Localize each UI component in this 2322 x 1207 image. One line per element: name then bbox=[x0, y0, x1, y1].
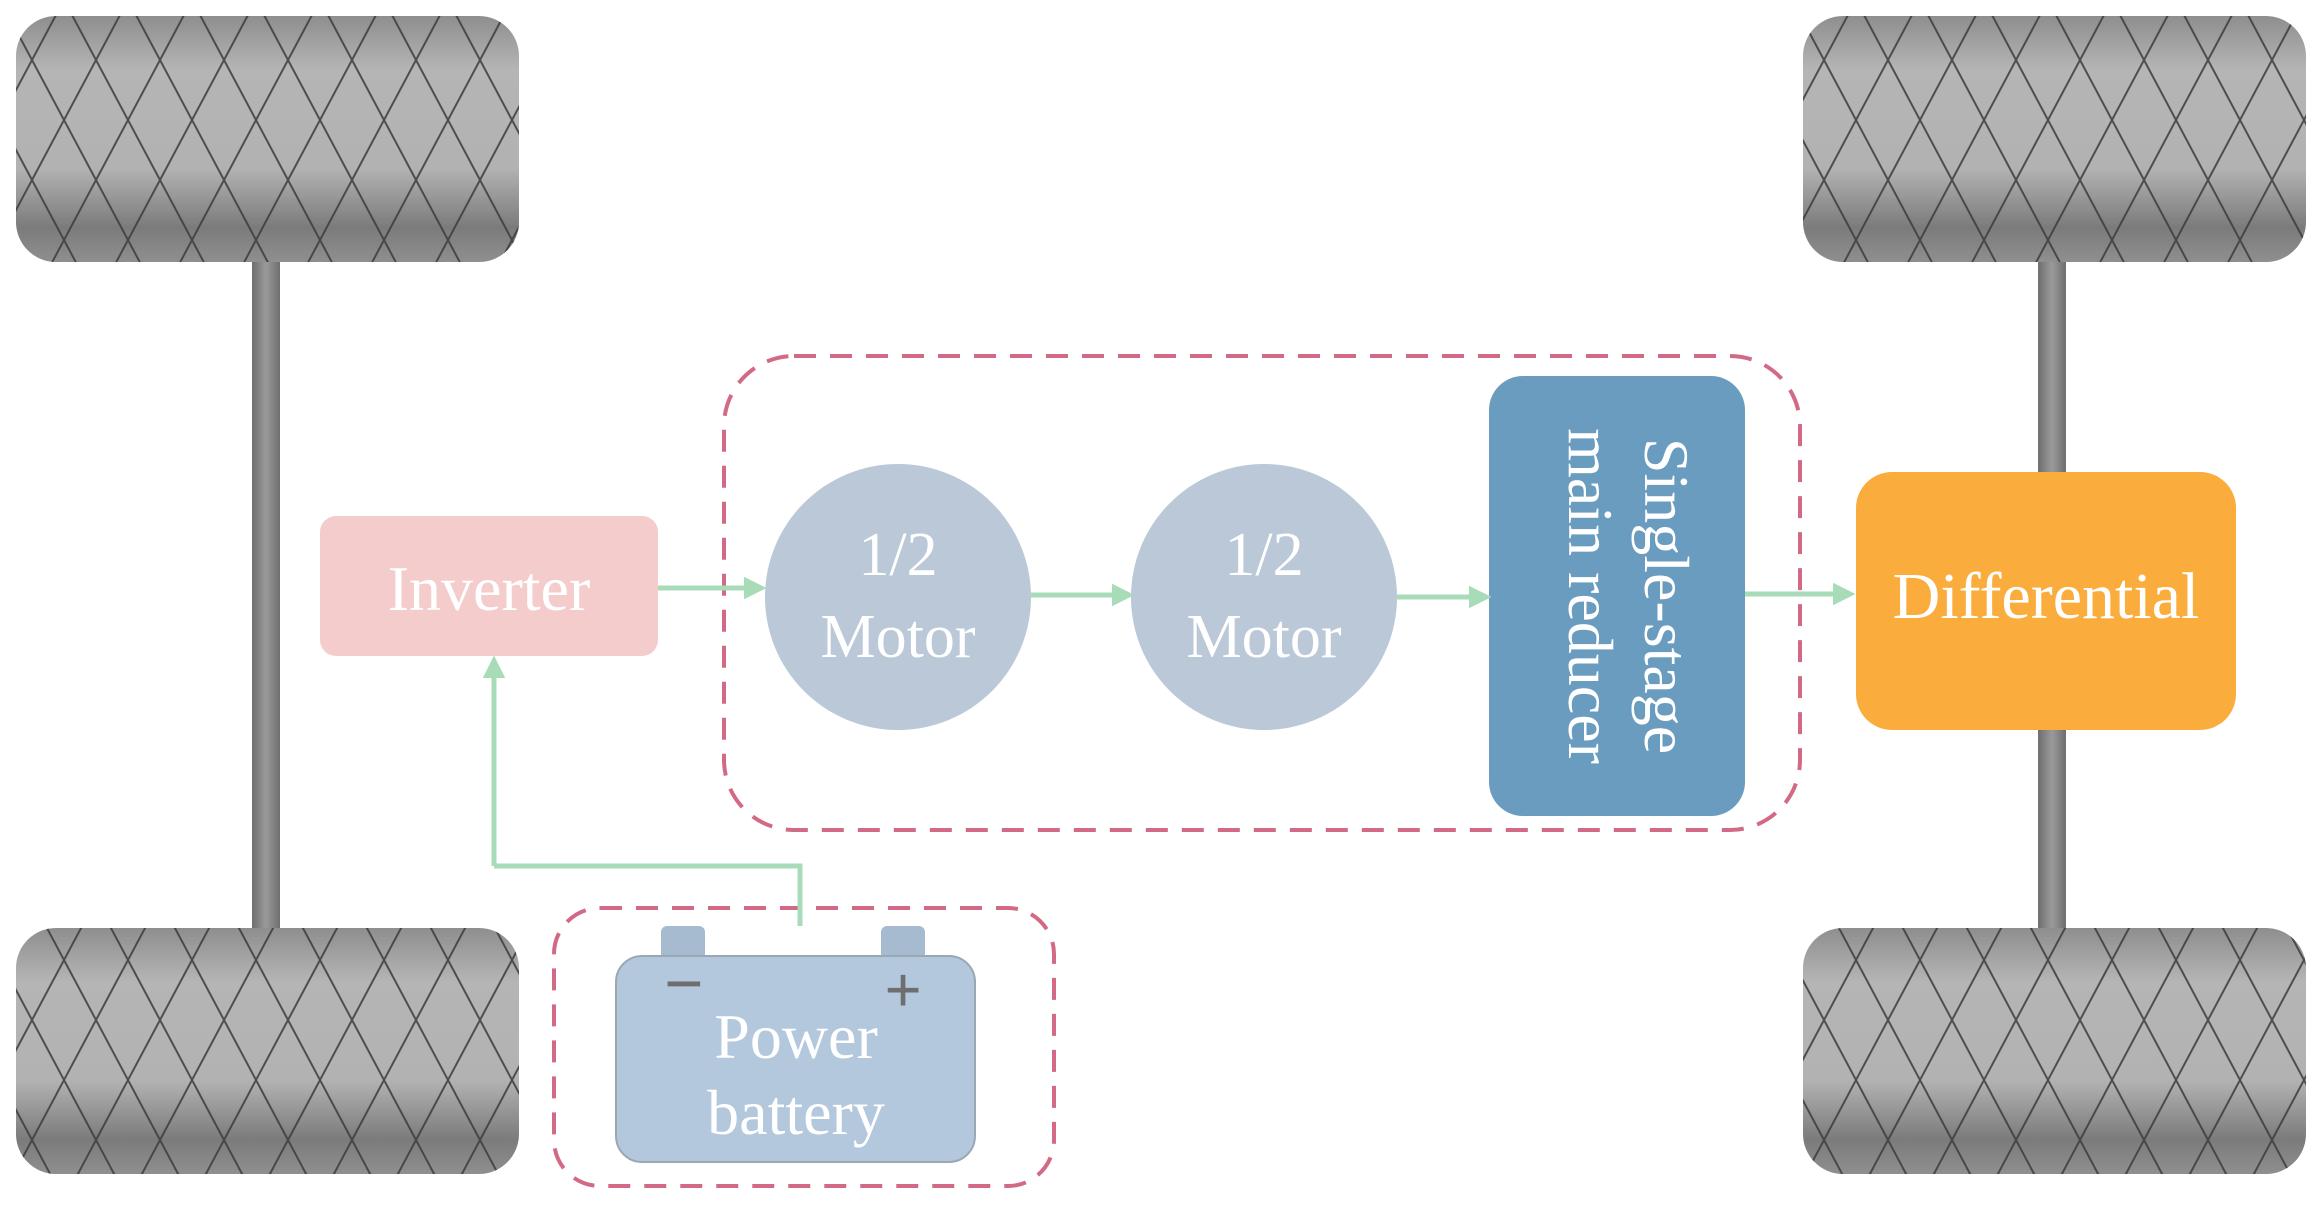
motor-2-block: 1/2 Motor bbox=[1131, 464, 1397, 730]
differential-label: Differential bbox=[1893, 560, 2200, 633]
power-flow-arrows bbox=[482, 576, 1856, 926]
motor-2-label: Motor bbox=[1187, 603, 1342, 671]
battery-icon: − + Power battery bbox=[615, 926, 976, 1163]
battery-label-line2: battery bbox=[707, 1077, 885, 1148]
main-reducer-block: Single-stage main reducer bbox=[1489, 376, 1745, 816]
battery-label-line1: Power bbox=[714, 1001, 878, 1072]
battery-minus-sign: − bbox=[664, 946, 704, 1023]
tire-icon bbox=[16, 16, 519, 262]
left-axle bbox=[252, 258, 280, 934]
tire-icon bbox=[1803, 928, 2306, 1174]
battery-plus-sign: + bbox=[884, 954, 922, 1027]
reducer-label-line2: main reducer bbox=[1555, 428, 1626, 764]
tire-icon bbox=[1803, 16, 2306, 262]
motor-1-fraction: 1/2 bbox=[858, 521, 937, 589]
inverter-block: Inverter bbox=[320, 516, 658, 656]
battery-group-border bbox=[552, 906, 1056, 1188]
battery-supply-wire bbox=[494, 863, 803, 926]
tire-icon bbox=[16, 928, 519, 1174]
motor-2-fraction: 1/2 bbox=[1224, 521, 1303, 589]
differential-block: Differential bbox=[1856, 472, 2236, 730]
reducer-label-line1: Single-stage bbox=[1631, 438, 1702, 754]
motor-reducer-group-border bbox=[722, 354, 1802, 832]
motor-1-label: Motor bbox=[821, 603, 976, 671]
inverter-label: Inverter bbox=[388, 553, 591, 624]
motor-1-block: 1/2 Motor bbox=[765, 464, 1031, 730]
